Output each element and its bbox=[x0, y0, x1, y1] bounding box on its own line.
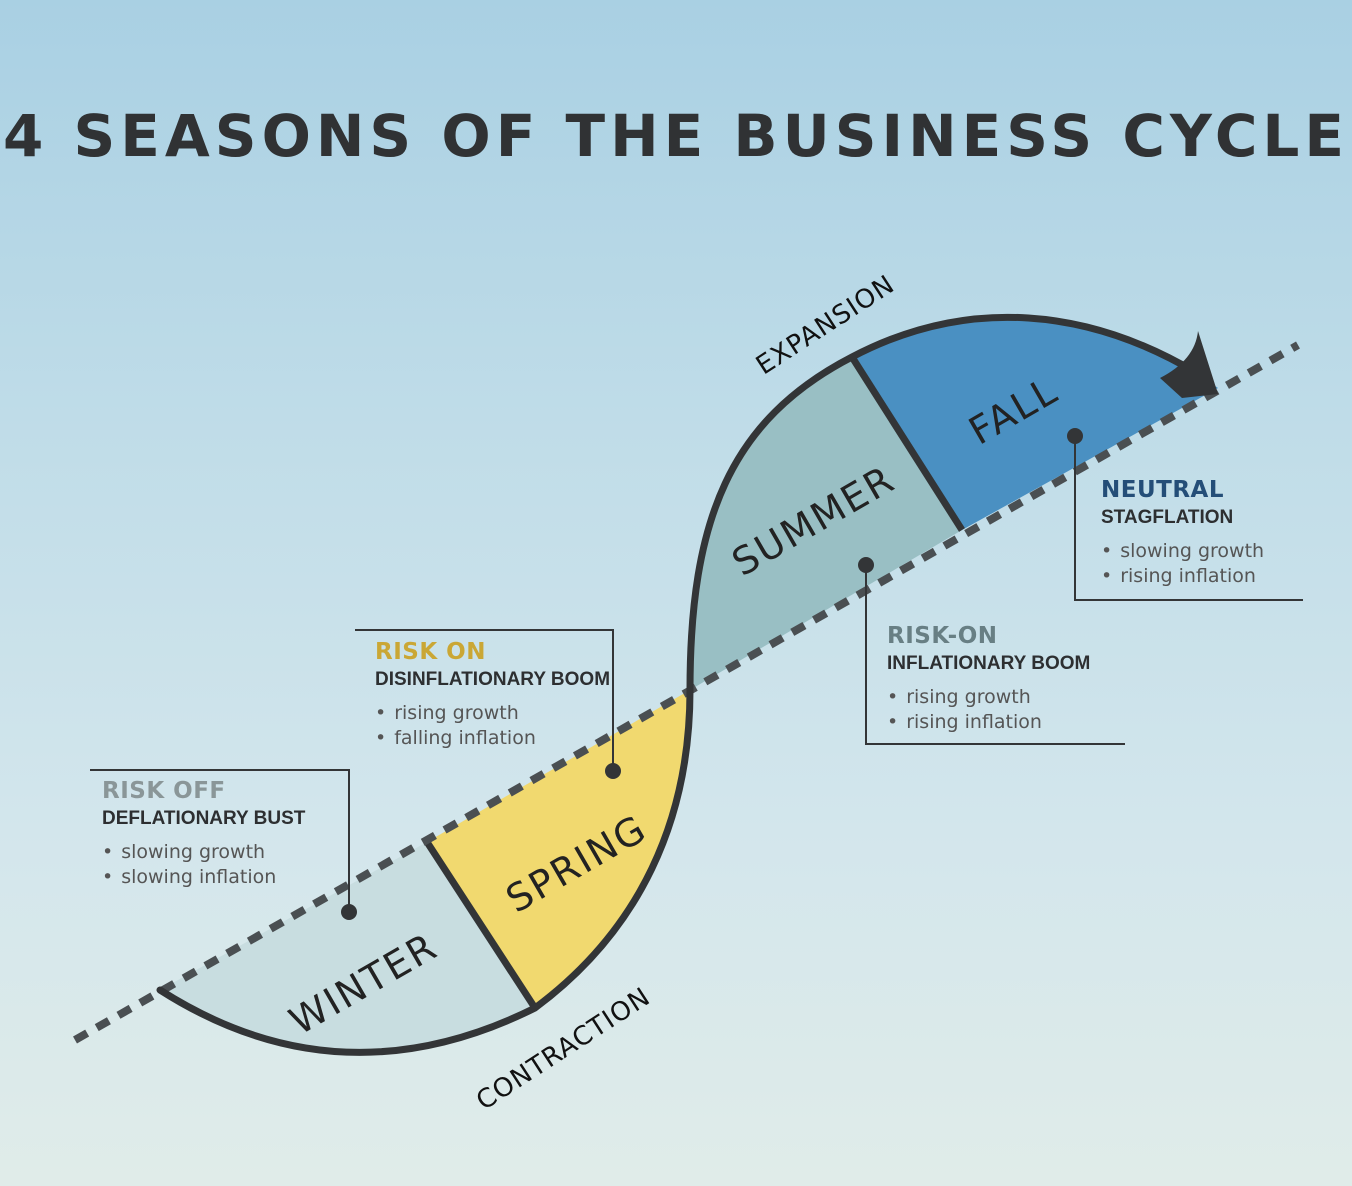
summer-leader bbox=[858, 557, 1125, 745]
callout-winter-bullets: slowing growth slowing inflation bbox=[102, 840, 305, 890]
fall-marker-dot bbox=[1067, 428, 1083, 444]
callout-summer-subtitle: INFLATIONARY BOOM bbox=[887, 653, 1091, 674]
fall-region bbox=[852, 316, 1218, 530]
bullet-item: slowing inflation bbox=[102, 865, 305, 890]
bullet-item: rising inflation bbox=[1101, 564, 1264, 589]
callout-summer-label: RISK-ON bbox=[887, 623, 998, 649]
callout-spring-label: RISK ON bbox=[375, 639, 486, 665]
summer-region bbox=[690, 357, 962, 690]
summer-fall-divider bbox=[849, 355, 965, 532]
winter-spring-divider bbox=[424, 840, 538, 1010]
callout-summer-bullets: rising growth rising inflation bbox=[887, 685, 1090, 735]
page-title: 4 SEASONS OF THE BUSINESS CYCLE bbox=[2, 102, 1350, 170]
spring-leader bbox=[355, 629, 621, 779]
bullet-item: slowing growth bbox=[1101, 539, 1264, 564]
bullet-item: rising inflation bbox=[887, 710, 1090, 735]
bullet-item: falling inflation bbox=[375, 726, 610, 751]
callout-fall-label: NEUTRAL bbox=[1101, 477, 1224, 503]
callout-winter: RISK OFF DEFLATIONARY BUST slowing growt… bbox=[102, 778, 305, 890]
callout-winter-label: RISK OFF bbox=[102, 778, 226, 804]
arrow-head-icon bbox=[1160, 331, 1218, 398]
spring-marker-dot bbox=[605, 763, 621, 779]
callout-fall: NEUTRAL STAGFLATION slowing growth risin… bbox=[1101, 477, 1264, 589]
cycle-curve bbox=[156, 313, 1199, 1056]
bullet-item: rising growth bbox=[887, 685, 1090, 710]
callout-summer: RISK-ON INFLATIONARY BOOM rising growth … bbox=[887, 623, 1090, 735]
callout-spring-subtitle: DISINFLATIONARY BOOM bbox=[375, 669, 611, 690]
winter-region bbox=[160, 842, 535, 1053]
callout-spring: RISK ON DISINFLATIONARY BOOM rising grow… bbox=[375, 639, 610, 751]
winter-leader bbox=[90, 769, 357, 920]
fall-leader bbox=[1067, 428, 1303, 601]
callout-winter-subtitle: DEFLATIONARY BUST bbox=[102, 808, 306, 829]
callout-fall-subtitle: STAGFLATION bbox=[1101, 507, 1234, 528]
callout-fall-bullets: slowing growth rising inflation bbox=[1101, 539, 1264, 589]
bullet-item: slowing growth bbox=[102, 840, 305, 865]
spring-region bbox=[427, 690, 690, 1008]
summer-marker-dot bbox=[858, 557, 874, 573]
winter-marker-dot bbox=[341, 904, 357, 920]
bullet-item: rising growth bbox=[375, 701, 610, 726]
callout-spring-bullets: rising growth falling inflation bbox=[375, 701, 610, 751]
